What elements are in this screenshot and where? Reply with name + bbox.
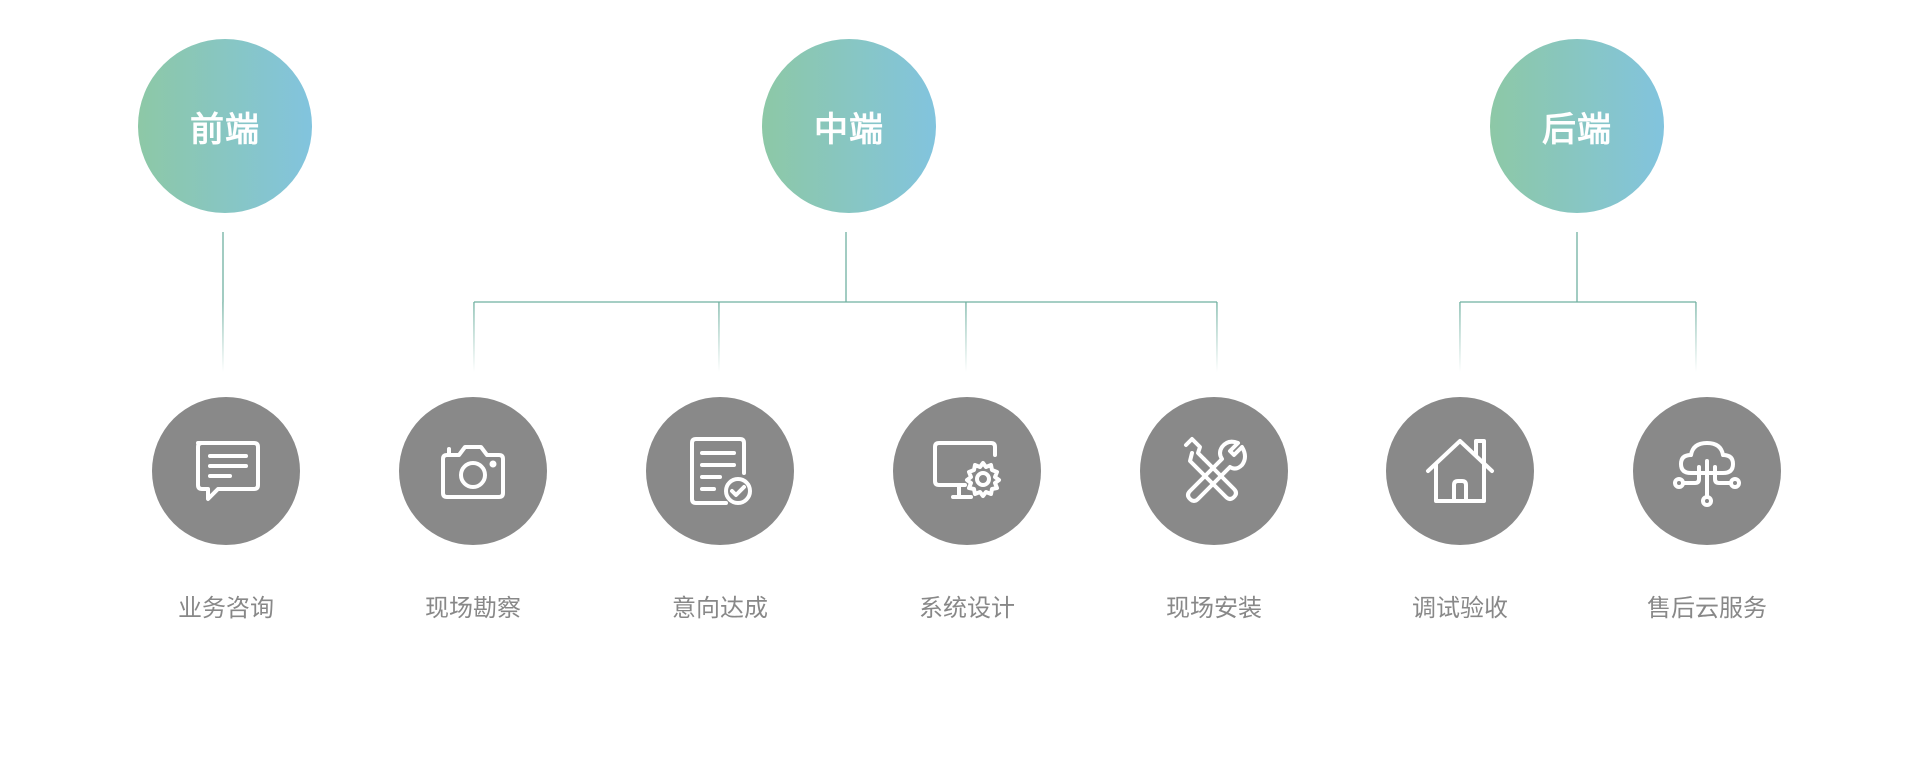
step-cloud	[1633, 397, 1781, 545]
step-design	[893, 397, 1041, 545]
camera-icon	[441, 445, 505, 499]
step-agreement-label: 意向达成	[672, 594, 768, 622]
home-icon	[1426, 439, 1494, 503]
document-check-icon	[690, 437, 752, 505]
cloud-network-icon	[1673, 441, 1741, 507]
phase-back: 后端	[1490, 39, 1664, 213]
step-cloud-label: 售后云服务	[1647, 594, 1767, 622]
step-acceptance-label: 调试验收	[1412, 594, 1508, 622]
phase-back-label: 后端	[1542, 109, 1612, 150]
tools-icon	[1184, 437, 1247, 503]
step-acceptance	[1386, 397, 1534, 545]
step-agreement	[646, 397, 794, 545]
phase-middle: 中端	[762, 39, 936, 213]
phase-middle-label: 中端	[814, 109, 884, 150]
step-survey-label: 现场勘察	[425, 594, 521, 622]
connector-drop-install	[1216, 302, 1218, 372]
connector-drop-survey	[473, 302, 475, 372]
connector-drop-agreement	[718, 302, 720, 372]
monitor-gear-icon	[933, 441, 1001, 499]
connector-drop-acceptance	[1459, 302, 1461, 372]
phase-front-label: 前端	[190, 109, 260, 150]
connector-drop-design	[965, 302, 967, 372]
step-install-label: 现场安装	[1166, 594, 1262, 622]
step-consult-label: 业务咨询	[178, 594, 274, 622]
step-install	[1140, 397, 1288, 545]
step-survey	[399, 397, 547, 545]
step-consult	[152, 397, 300, 545]
chat-icon	[196, 441, 260, 501]
step-design-label: 系统设计	[919, 594, 1015, 622]
connector-drop-cloud	[1695, 302, 1697, 372]
connector-drop-consult	[222, 302, 224, 372]
phase-front: 前端	[138, 39, 312, 213]
